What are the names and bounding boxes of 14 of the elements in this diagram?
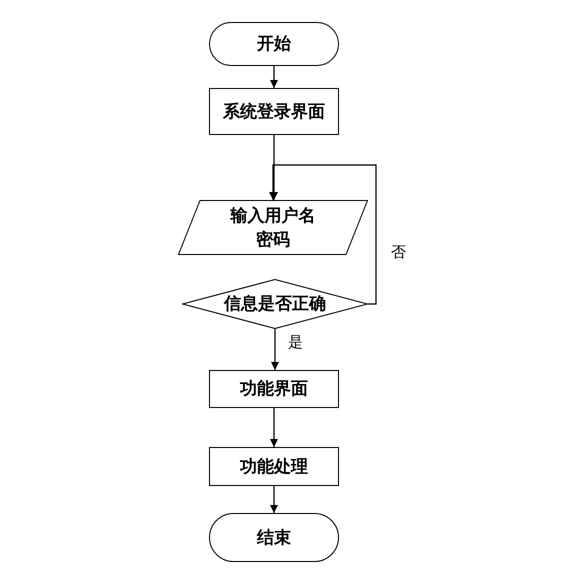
arrow	[269, 164, 377, 305]
decision-diamond: 信息是否正确	[182, 279, 368, 329]
arrow	[270, 486, 278, 513]
process-box: 功能界面	[209, 370, 339, 408]
edge-label: 否	[391, 243, 406, 261]
edge-label: 是	[288, 333, 303, 351]
arrow	[270, 408, 278, 447]
arrow	[271, 329, 279, 370]
terminal-shape: 结束	[209, 513, 339, 562]
arrow	[270, 66, 278, 88]
terminal-shape: 开始	[209, 22, 339, 66]
process-box: 系统登录界面	[209, 88, 339, 135]
input-parallelogram: 输入用户名密码	[178, 200, 368, 255]
process-box: 功能处理	[209, 447, 339, 486]
